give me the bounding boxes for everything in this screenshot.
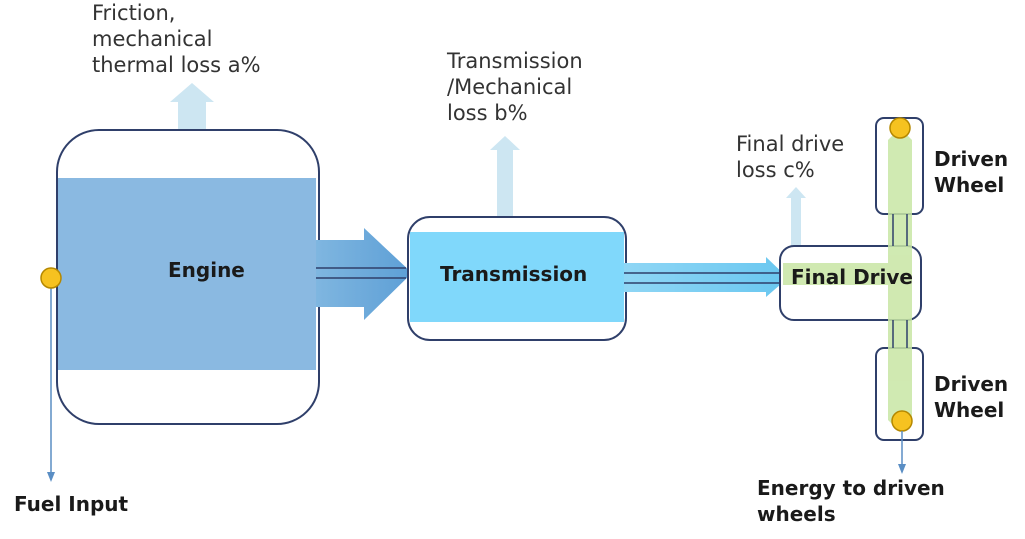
engine-label: Engine	[168, 258, 245, 282]
wheel-bottom-node	[891, 410, 913, 432]
wheel-top-node	[889, 117, 911, 139]
engine-box	[56, 129, 320, 425]
driven-wheel-top-label: Driven Wheel	[934, 147, 1009, 197]
wheel-energy-flow	[783, 128, 912, 432]
energy-output-line	[898, 431, 906, 474]
driven-wheel-bottom-label: Driven Wheel	[934, 372, 1009, 422]
fuel-input-node	[40, 267, 62, 289]
engine-loss-label: Friction, mechanical thermal loss a%	[92, 1, 261, 77]
transmission-to-final-drive-arrow	[624, 257, 788, 297]
transmission-box	[407, 216, 627, 341]
fuel-input-line	[47, 278, 55, 482]
final-drive-loss-arrow	[786, 187, 806, 246]
driveshaft-lines	[892, 214, 908, 348]
fuel-input-label: Fuel Input	[14, 492, 129, 516]
engine-to-transmission-arrow	[316, 228, 412, 320]
transmission-loss-label: Transmission /Mechanical loss b%	[447, 49, 583, 125]
transmission-loss-arrow	[490, 136, 520, 232]
transmission-label: Transmission	[440, 262, 588, 286]
final-drive-label: Final Drive	[791, 265, 913, 289]
final-drive-loss-label: Final drive loss c%	[736, 132, 845, 182]
energy-output-label: Energy to driven wheels	[757, 476, 945, 526]
